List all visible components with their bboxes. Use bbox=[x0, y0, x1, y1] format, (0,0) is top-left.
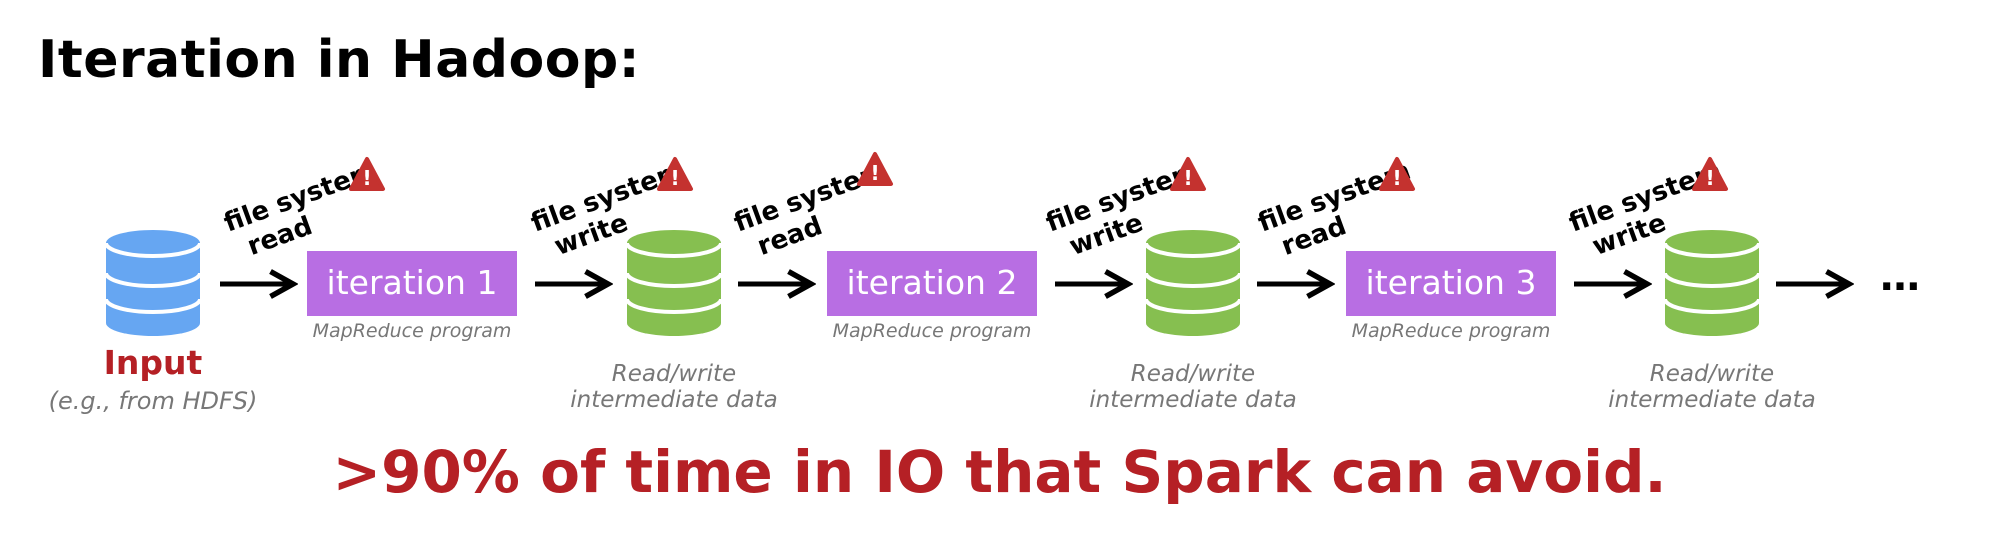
intermediate-3-line1: Read/write bbox=[1650, 361, 1774, 387]
intermediate-database-3-icon bbox=[1663, 230, 1761, 336]
iteration-3-label: iteration 3 bbox=[1366, 263, 1537, 302]
intermediate-1-line2: intermediate data bbox=[570, 387, 778, 413]
warning-icon: ! bbox=[1170, 157, 1206, 191]
iteration-2-box bbox=[827, 251, 1037, 316]
iteration-1-sublabel: MapReduce program bbox=[313, 320, 512, 342]
intermediate-database-1-icon bbox=[625, 230, 723, 336]
page-title: Iteration in Hadoop: bbox=[38, 30, 640, 90]
input-database-icon bbox=[104, 230, 202, 336]
intermediate-2-line1: Read/write bbox=[1131, 361, 1255, 387]
svg-text:!: ! bbox=[670, 166, 679, 190]
conclusion-text: >90% of time in IO that Spark can avoid. bbox=[332, 438, 1667, 506]
iteration-1-label: iteration 1 bbox=[327, 263, 498, 302]
iteration-3-box bbox=[1346, 251, 1556, 316]
iteration-2-label: iteration 2 bbox=[847, 263, 1018, 302]
svg-text:!: ! bbox=[1392, 166, 1401, 190]
warning-icon: ! bbox=[1692, 157, 1728, 191]
iteration-3-sublabel: MapReduce program bbox=[1352, 320, 1551, 342]
warning-icon: ! bbox=[1379, 157, 1415, 191]
intermediate-3-line2: intermediate data bbox=[1608, 387, 1816, 413]
svg-text:!: ! bbox=[362, 166, 371, 190]
input-db-body bbox=[106, 243, 200, 336]
warning-icon: ! bbox=[657, 157, 693, 191]
iteration-1-box bbox=[307, 251, 517, 316]
input-label: Input bbox=[104, 343, 203, 382]
ellipsis: … bbox=[1880, 254, 1920, 300]
svg-text:!: ! bbox=[1705, 166, 1714, 190]
input-sublabel: (e.g., from HDFS) bbox=[49, 387, 258, 415]
warning-icon: ! bbox=[857, 152, 893, 186]
intermediate-1-line1: Read/write bbox=[612, 361, 736, 387]
input-db-top bbox=[106, 230, 200, 256]
svg-text:!: ! bbox=[1183, 166, 1192, 190]
svg-text:!: ! bbox=[870, 161, 879, 185]
intermediate-2-line2: intermediate data bbox=[1089, 387, 1297, 413]
iteration-2-sublabel: MapReduce program bbox=[833, 320, 1032, 342]
warning-icon: ! bbox=[349, 157, 385, 191]
intermediate-database-2-icon bbox=[1144, 230, 1242, 336]
